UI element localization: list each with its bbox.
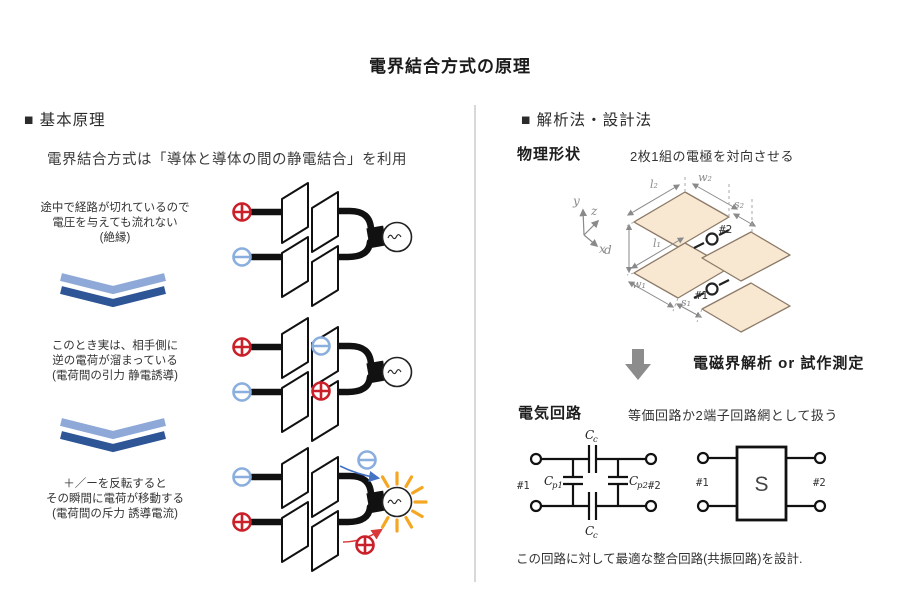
step-1-line-2: 電圧を与えても流れない bbox=[52, 217, 178, 230]
axis-x-label: x bbox=[599, 242, 606, 256]
plate-mid-right bbox=[701, 231, 791, 282]
cap-cc-top-label: C bbox=[585, 428, 594, 442]
step-2-line-3: (電荷間の引力 静電誘導) bbox=[52, 370, 178, 383]
dim-d-label: d bbox=[604, 243, 612, 257]
plus-charge-icon bbox=[232, 337, 252, 357]
capacitor-diagram-3 bbox=[232, 445, 428, 587]
electric-circuit-desc: 等価回路か2端子回路網として扱う bbox=[628, 408, 838, 423]
electron-flow-arrow bbox=[339, 465, 381, 483]
capacitor-plates-and-bulb bbox=[252, 183, 412, 306]
port-2-symbol bbox=[693, 229, 730, 249]
basic-principle-header: ■ 基本原理 bbox=[24, 112, 106, 129]
step-3-caption: ＋／ーを反転すると その瞬間に電荷が移動する (電荷間の斥力 誘導電流) bbox=[20, 477, 210, 523]
step-1-line-3: (絶縁) bbox=[99, 232, 131, 245]
em-analysis-label: 電磁界解析 or 試作測定 bbox=[693, 355, 865, 372]
block-arrow-down-icon bbox=[625, 349, 651, 380]
electrode-plates bbox=[633, 191, 791, 333]
step-2-line-2: 逆の電荷が溜まっている bbox=[52, 355, 178, 368]
moving-minus-charge-icon bbox=[357, 450, 377, 470]
dim-s1-label: s₁ bbox=[681, 296, 691, 309]
capacitor-diagram-1 bbox=[232, 180, 440, 310]
minus-charge-icon bbox=[232, 467, 252, 487]
dimension-arrows bbox=[625, 174, 757, 323]
s-parameter-box bbox=[735, 445, 788, 522]
capacitor-diagram-2 bbox=[232, 315, 440, 445]
dim-w2-label: w₂ bbox=[698, 171, 712, 184]
column-divider bbox=[474, 105, 476, 582]
dim-w1-label: w₁ bbox=[632, 278, 646, 291]
physical-shape-desc: 2枚1組の電極を対向させる bbox=[630, 149, 794, 164]
circuit-wires bbox=[541, 445, 646, 520]
physical-shape-label: 物理形状 bbox=[517, 146, 582, 163]
port-1-label: #1 bbox=[695, 289, 708, 302]
dim-l1-label: l₁ bbox=[653, 237, 661, 250]
axis-z-label: z bbox=[590, 204, 598, 218]
step-1-caption: 途中で経路が切れているので 電圧を与えても流れない (絶縁) bbox=[20, 201, 210, 247]
analysis-design-header: ■ 解析法・設計法 bbox=[521, 112, 653, 129]
design-note: この回路に対して最適な整合回路(共振回路)を設計. bbox=[516, 552, 803, 566]
dim-l2-label: l₂ bbox=[650, 178, 658, 191]
tp-port-2-label: #2 bbox=[813, 477, 826, 489]
minus-charge-icon bbox=[232, 247, 252, 267]
eq-port-1-label: #1 bbox=[517, 480, 530, 492]
bulb-light-rays-icon bbox=[380, 471, 428, 533]
down-chevron-icon bbox=[55, 415, 171, 453]
step-2-caption: このとき実は、相手側に 逆の電荷が溜まっている (電荷間の引力 静電誘導) bbox=[20, 339, 210, 385]
step-1-line-1: 途中で経路が切れているので bbox=[40, 202, 190, 214]
plate-bottom-right bbox=[701, 282, 791, 333]
electrode-geometry-diagram: y z x d #2 #1 bbox=[572, 171, 791, 333]
equivalent-circuit-diagram: C c C c C p1 C p2 #1 #2 bbox=[517, 428, 661, 541]
minus-charge-icon bbox=[232, 382, 252, 402]
port-2-label: #2 bbox=[719, 223, 732, 236]
dim-s2-label: s₂ bbox=[734, 198, 744, 211]
coordinate-axes bbox=[579, 208, 600, 248]
port-1-symbol bbox=[693, 279, 730, 299]
step-3-line-1: ＋／ーを反転すると bbox=[63, 478, 167, 490]
cap-cp2-label: C bbox=[629, 474, 638, 488]
principle-summary: 電界結合方式は「導体と導体の間の静電結合」を利用 bbox=[47, 152, 407, 168]
step-2-line-1: このとき実は、相手側に bbox=[51, 340, 179, 352]
tp-port-1-label: #1 bbox=[696, 477, 709, 489]
moving-plus-charge-icon bbox=[355, 535, 375, 555]
induced-plus-charge-icon bbox=[311, 381, 331, 401]
plus-charge-icon bbox=[232, 202, 252, 222]
cap-cc-bottom-sub: c bbox=[593, 531, 598, 541]
cap-cp1-sub: p1 bbox=[552, 481, 563, 491]
electric-circuit-label: 電気回路 bbox=[518, 405, 583, 422]
eq-port-2-label: #2 bbox=[648, 480, 661, 492]
plus-charge-icon bbox=[232, 512, 252, 532]
capacitor-plates-and-bulb bbox=[252, 318, 412, 441]
step-3-line-2: その瞬間に電荷が移動する bbox=[46, 493, 184, 506]
axis-y-label: y bbox=[572, 194, 580, 208]
capacitor-plates-and-bulb bbox=[252, 448, 412, 571]
page-title: 電界結合方式の原理 bbox=[369, 57, 531, 76]
cap-cc-bottom-label: C bbox=[585, 524, 594, 538]
s-parameter-label: S bbox=[754, 473, 768, 496]
network-terminals bbox=[696, 451, 827, 513]
cap-cp2-sub: p2 bbox=[637, 481, 648, 491]
circuit-terminals bbox=[529, 452, 658, 513]
cap-cp1-label: C bbox=[544, 474, 553, 488]
step-3-line-3: (電荷間の斥力 誘導電流) bbox=[52, 508, 178, 521]
network-wires bbox=[708, 456, 815, 508]
down-chevron-icon bbox=[55, 270, 171, 308]
cap-cc-top-sub: c bbox=[593, 435, 598, 445]
induced-minus-charge-icon bbox=[311, 336, 331, 356]
two-port-network-diagram: S #1 #2 bbox=[696, 445, 827, 522]
